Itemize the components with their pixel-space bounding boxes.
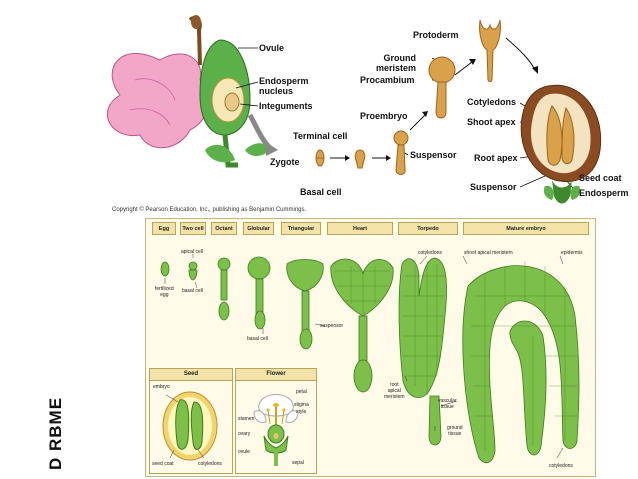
egg-cell xyxy=(160,261,170,277)
stage-heart: Heart xyxy=(327,222,393,235)
label-vascular-tissue: vascular tissue xyxy=(438,398,457,410)
label-fertilized-egg: fertilized egg xyxy=(155,286,174,298)
torpedo-embryo xyxy=(398,257,447,398)
flower-box-title: Flower xyxy=(236,369,316,381)
label-basal-cell-two: basal cell xyxy=(182,288,203,294)
flower-label-stamen: stamen xyxy=(238,416,255,422)
label-terminal-cell: Terminal cell xyxy=(293,131,348,141)
label-suspensor-seed: Suspensor xyxy=(470,182,517,192)
flower-label-ovule: ovule xyxy=(238,449,250,455)
side-text: D RBME xyxy=(46,396,65,470)
globular-suspensor xyxy=(255,278,264,316)
label-endosperm: Endosperm xyxy=(579,188,629,198)
label-endosperm-nucleus: Endosperm nucleus xyxy=(259,76,309,96)
copyright-text: Copyright © Pearson Education, Inc., pub… xyxy=(112,207,307,213)
label-root-apex: Root apex xyxy=(474,153,518,163)
triangular-head xyxy=(286,259,324,292)
label-zygote: Zygote xyxy=(270,157,300,167)
label-cotyledons-top: Cotyledons xyxy=(467,97,517,107)
octant-head xyxy=(217,257,231,271)
seed-label-cotyledons: cotyledons xyxy=(198,461,222,467)
stage-egg: Egg xyxy=(152,222,176,235)
mature-inner-cotyledon xyxy=(509,320,547,456)
seed-box: Seed embryo seed coat cotyledons xyxy=(149,368,233,474)
stage-mature-embryo: Mature embryo xyxy=(463,222,589,235)
top-illustration xyxy=(107,15,602,204)
label-protoderm: Protoderm xyxy=(413,30,459,40)
stage-triangular: Triangular xyxy=(281,222,321,235)
stage-octant: Octant xyxy=(211,222,237,235)
label-basal-cell: Basal cell xyxy=(300,187,342,197)
seed-illustration xyxy=(520,84,602,204)
flower-label-ovary: ovary xyxy=(238,431,251,437)
label-ground-meristem: Ground meristem xyxy=(376,53,417,73)
label-proembryo: Proembryo xyxy=(360,111,408,121)
flower-illustration xyxy=(107,15,278,168)
seed-label-seed-coat: seed coat xyxy=(152,461,174,467)
label-shoot-apex: Shoot apex xyxy=(467,117,516,127)
globular-head xyxy=(247,256,271,280)
stage-two-cell: Two cell xyxy=(180,222,206,235)
label-procambium: Procambium xyxy=(360,75,415,85)
stage-globular: Globular xyxy=(243,222,274,235)
label-integuments: Integuments xyxy=(259,101,313,111)
label-shoot-apical-meristem: shoot apical meristem xyxy=(464,250,513,256)
label-ground-tissue: ground tissue xyxy=(447,425,463,437)
label-seed-coat: Seed coat xyxy=(579,173,622,183)
flower-label-stigma: stigma xyxy=(294,402,309,408)
seed-box-title: Seed xyxy=(150,369,232,381)
flower-label-style: style xyxy=(296,409,307,415)
flower-label-petal: petal xyxy=(296,389,307,395)
label-suspensor-lower: suspensor xyxy=(320,323,344,329)
heart-embryo xyxy=(330,258,394,317)
label-cotyledons-mature: cotyledons xyxy=(549,463,573,469)
flower-box: Flower petal stigma style stamen ovary o… xyxy=(235,368,317,474)
two-cell-basal xyxy=(188,269,198,281)
label-basal-cell-globular: basal cell xyxy=(247,336,268,342)
label-suspensor: Suspensor xyxy=(410,150,457,160)
label-ovule: Ovule xyxy=(259,43,285,53)
seed-label-embryo: embryo xyxy=(153,384,170,390)
embryo-stages-illustration xyxy=(160,254,580,464)
stage-torpedo: Torpedo xyxy=(398,222,458,235)
octant-suspensor xyxy=(220,269,228,301)
label-apical-cell: apical cell xyxy=(181,249,203,255)
mature-embryo xyxy=(462,265,580,464)
flower-label-sepal: sepal xyxy=(292,460,304,466)
seed-drawing xyxy=(162,391,218,461)
torpedo-suspensor xyxy=(428,395,442,446)
label-root-apical-meristem: root apical meristem xyxy=(384,382,405,400)
embryo-sequence xyxy=(315,19,538,175)
triangular-suspensor xyxy=(301,290,310,334)
heart-suspensor xyxy=(358,315,368,365)
label-cotyledons-torpedo: cotyledons xyxy=(418,250,442,256)
two-cell-apical xyxy=(188,261,198,271)
label-epidermis: epidermis xyxy=(561,250,583,256)
flower-drawing xyxy=(253,394,299,466)
